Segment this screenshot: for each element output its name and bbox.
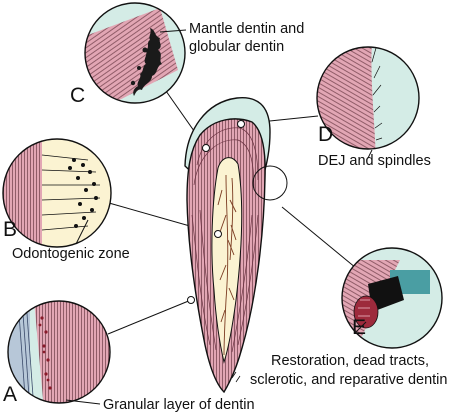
label-granular-layer: Granular layer of dentin	[103, 397, 255, 413]
label-restoration: Restoration, dead tracts,	[271, 353, 429, 369]
label-sclerotic-reparative: sclerotic, and reparative dentin	[250, 372, 448, 388]
label-letter-b: B	[3, 218, 18, 241]
label-letter-c: C	[70, 84, 86, 107]
label-odontogenic-zone: Odontogenic zone	[12, 246, 130, 262]
label-letter-e: E	[352, 316, 367, 339]
magnified-circle-e	[341, 247, 443, 349]
label-mantle-dentin: Mantle dentin and	[189, 21, 305, 37]
label-dej-spindles: DEJ and spindles	[318, 153, 431, 169]
magnified-circle-d	[316, 46, 420, 159]
tooth-cross-section	[184, 97, 288, 394]
label-letter-a: A	[3, 383, 18, 406]
label-globular-dentin: globular dentin	[189, 39, 285, 55]
label-letter-d: D	[318, 123, 334, 146]
magnified-circle-c	[84, 2, 187, 104]
